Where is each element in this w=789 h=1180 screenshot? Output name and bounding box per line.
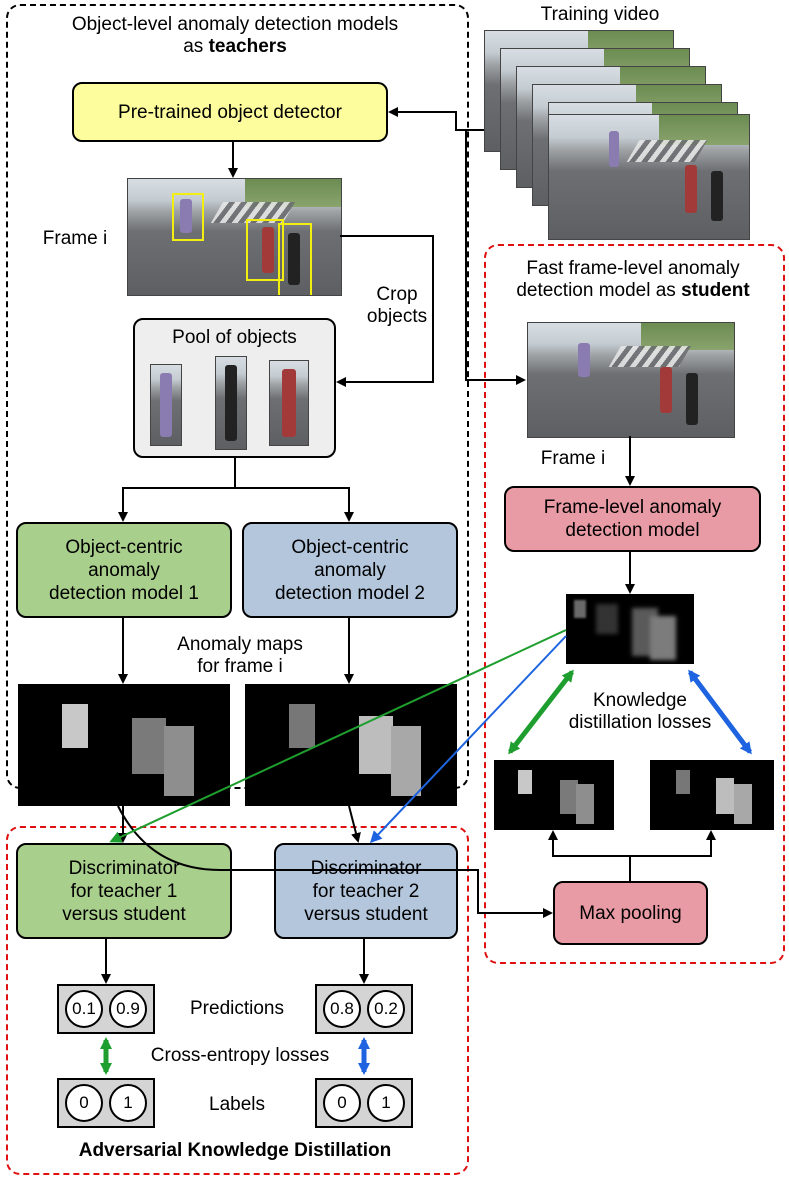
arrow-map2-to-disc2 bbox=[348, 805, 361, 843]
crop-objects-label: Crop objects bbox=[362, 284, 432, 328]
bbox bbox=[278, 223, 312, 295]
object-crop bbox=[215, 356, 247, 450]
object-detector-box: Pre-trained object detector bbox=[72, 82, 388, 142]
max-pooling-box: Max pooling bbox=[553, 881, 708, 945]
prediction-circle: 0.9 bbox=[109, 990, 147, 1028]
kd-losses-label: Knowledge distillation losses bbox=[540, 690, 740, 734]
training-video-label: Training video bbox=[540, 4, 660, 25]
arrow-video-to-frame bbox=[456, 129, 526, 385]
arrow-crop-objects bbox=[336, 235, 434, 387]
bbox bbox=[246, 219, 284, 281]
labels-label: Labels bbox=[209, 1094, 265, 1115]
label-circle: 1 bbox=[109, 1084, 147, 1122]
model2-line1: Object-centric bbox=[291, 536, 409, 558]
kd-losses-line2: distillation losses bbox=[568, 712, 712, 733]
predictions-label: Predictions bbox=[190, 998, 284, 1019]
pooled-map-teacher2 bbox=[650, 760, 774, 830]
frame-model-line1: Frame-level anomaly bbox=[543, 497, 722, 518]
object-detector-label: Pre-trained object detector bbox=[118, 101, 342, 123]
disc1-line2: for teacher 1 bbox=[70, 880, 178, 902]
object-centric-model-2: Object-centric anomaly detection model 2 bbox=[242, 522, 458, 618]
pool-of-objects-box: Pool of objects bbox=[133, 318, 336, 458]
arrow-pool-split bbox=[118, 458, 236, 522]
disc2-line2: for teacher 2 bbox=[312, 880, 420, 902]
kd-losses-line1: Knowledge bbox=[592, 690, 688, 711]
max-pooling-label: Max pooling bbox=[579, 902, 682, 924]
arrow-maxpool-to-pooled bbox=[548, 830, 631, 881]
teachers-title-line2: as teachers bbox=[20, 36, 450, 58]
adversarial-panel bbox=[6, 826, 469, 1175]
predictions-teacher1: 0.1 0.9 bbox=[57, 984, 155, 1034]
anomaly-maps-line1: Anomaly maps bbox=[177, 634, 303, 655]
object-crop bbox=[150, 364, 182, 446]
student-title-line2: detection model as student bbox=[488, 280, 778, 302]
teachers-panel-title: Object-level anomaly detection models as… bbox=[20, 14, 450, 58]
video-frame-front bbox=[548, 114, 750, 240]
labels-teacher1: 0 1 bbox=[57, 1078, 155, 1128]
anomaly-map-teacher2 bbox=[245, 684, 457, 806]
arrow-student-to-disc1 bbox=[109, 629, 567, 843]
adversarial-title: Adversarial Knowledge Distillation bbox=[78, 1140, 392, 1161]
model1-line3: detection model 1 bbox=[49, 582, 199, 604]
student-title-bold: student bbox=[681, 280, 750, 301]
model2-line3: detection model 2 bbox=[275, 582, 425, 604]
disc2-line3: versus student bbox=[304, 903, 428, 925]
model1-line2: anomaly bbox=[88, 559, 160, 581]
label-circle: 0 bbox=[323, 1084, 361, 1122]
object-centric-model-1: Object-centric anomaly detection model 1 bbox=[16, 522, 232, 618]
crop-line2: objects bbox=[366, 306, 428, 327]
object-crop bbox=[269, 360, 309, 446]
discriminator-teacher1: Discriminator for teacher 1 versus stude… bbox=[16, 843, 232, 939]
student-title-line1: Fast frame-level anomaly bbox=[526, 258, 740, 279]
arrow-student-to-disc2 bbox=[369, 635, 567, 844]
label-circle: 1 bbox=[367, 1084, 405, 1122]
arrow-maps-to-maxpool bbox=[117, 805, 553, 918]
discriminator-teacher2: Discriminator for teacher 2 versus stude… bbox=[274, 843, 458, 939]
anomaly-maps-label: Anomaly maps for frame i bbox=[150, 634, 330, 678]
model1-line1: Object-centric bbox=[65, 536, 183, 558]
teachers-title-bold: teachers bbox=[208, 36, 287, 57]
prediction-circle: 0.1 bbox=[65, 990, 103, 1028]
student-panel bbox=[484, 244, 785, 964]
student-title-prefix: detection model as bbox=[516, 280, 682, 301]
pool-of-objects-label: Pool of objects bbox=[172, 327, 297, 348]
disc1-line3: versus student bbox=[62, 903, 186, 925]
anomaly-maps-line2: for frame i bbox=[197, 656, 283, 677]
teachers-title-line1: Object-level anomaly detection models bbox=[71, 14, 399, 35]
prediction-circle: 0.2 bbox=[367, 990, 405, 1028]
frame-model-line2: detection model bbox=[565, 520, 700, 541]
frame-right-label: Frame i bbox=[540, 448, 606, 469]
teachers-title-prefix: as bbox=[183, 36, 209, 57]
pooled-map-teacher1 bbox=[494, 760, 614, 830]
anomaly-map-student bbox=[566, 594, 694, 664]
frame-left-image bbox=[127, 178, 342, 296]
prediction-circle: 0.8 bbox=[323, 990, 361, 1028]
cross-entropy-label: Cross-entropy losses bbox=[150, 1045, 330, 1066]
predictions-teacher2: 0.8 0.2 bbox=[315, 984, 413, 1034]
frame-right-image bbox=[527, 322, 735, 438]
student-panel-title: Fast frame-level anomaly detection model… bbox=[488, 258, 778, 302]
disc1-line1: Discriminator bbox=[68, 857, 180, 879]
crop-line1: Crop bbox=[376, 284, 418, 305]
frame-level-model-box: Frame-level anomaly detection model bbox=[504, 486, 761, 552]
labels-teacher2: 0 1 bbox=[315, 1078, 413, 1128]
teachers-panel bbox=[6, 4, 469, 789]
model2-line2: anomaly bbox=[314, 559, 386, 581]
label-circle: 0 bbox=[65, 1084, 103, 1122]
arrow-video-to-detector bbox=[388, 107, 484, 131]
kd-arrow-teacher2 bbox=[688, 669, 752, 755]
bbox bbox=[172, 193, 204, 241]
frame-left-label: Frame i bbox=[42, 228, 108, 249]
disc2-line1: Discriminator bbox=[310, 857, 422, 879]
kd-arrow-teacher1 bbox=[508, 669, 574, 755]
anomaly-map-teacher1 bbox=[18, 684, 230, 806]
